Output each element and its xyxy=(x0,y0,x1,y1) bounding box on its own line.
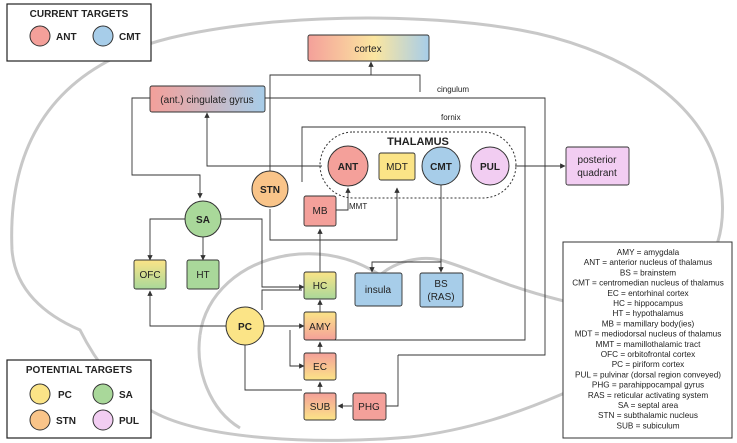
region-cingulate-gyrus: (ant.) cingulate gyrus xyxy=(149,85,266,113)
bs-label-line1: BS xyxy=(434,279,448,290)
abbreviation-item: SUB = subiculum xyxy=(616,421,679,430)
bs-label-line2: (RAS) xyxy=(427,292,454,303)
legend-cmt-swatch xyxy=(92,25,114,47)
ofc-label: OFC xyxy=(139,270,160,281)
region-ec: EC xyxy=(303,352,337,381)
abbreviation-item: ANT = anterior nucleus of thalamus xyxy=(584,258,712,267)
legend-potential-title: POTENTIAL TARGETS xyxy=(26,365,133,376)
cortex-label: cortex xyxy=(354,44,381,55)
posterior-label-line1: posterior xyxy=(578,155,618,166)
thalamus-boundary xyxy=(319,131,517,199)
region-sub: SUB xyxy=(303,392,337,421)
cingulate-label: (ant.) cingulate gyrus xyxy=(160,95,253,106)
abbreviation-item: MB = mamillary body(ies) xyxy=(602,319,695,328)
abbreviation-item: HC = hippocampus xyxy=(613,299,683,308)
node-sa: SA xyxy=(184,200,222,238)
ec-label: EC xyxy=(313,362,327,373)
abbreviation-item: PHG = parahippocampal gyrus xyxy=(592,381,704,390)
abbreviation-item: RAS = reticular activating system xyxy=(588,391,709,400)
abbreviation-item: CMT = centromedian nucleus of thalamus xyxy=(572,279,724,288)
legend-cmt-label: CMT xyxy=(119,32,141,43)
legend-pc-swatch xyxy=(29,383,51,405)
region-bs-ras: BS (RAS) xyxy=(419,272,464,308)
abbreviation-item: AMY = amygdala xyxy=(617,248,680,257)
legend-stn-label: STN xyxy=(56,416,76,427)
legend-current-targets: CURRENT TARGETS ANT CMT xyxy=(6,3,152,62)
region-cortex: cortex xyxy=(307,34,430,62)
region-phg: PHG xyxy=(352,392,387,421)
region-ht: HT xyxy=(186,259,220,290)
region-mdt: MDT xyxy=(378,152,416,181)
amy-label: AMY xyxy=(309,322,331,333)
abbreviation-item: BS = brainstem xyxy=(620,268,676,277)
fornix-label: fornix xyxy=(441,113,461,122)
legend-pul-label: PUL xyxy=(119,416,139,427)
legend-pc-label: PC xyxy=(58,390,72,401)
node-pul: PUL xyxy=(470,146,510,186)
ht-label: HT xyxy=(196,270,209,281)
phg-label: PHG xyxy=(358,402,380,413)
abbreviation-item: MMT = mamillothalamic tract xyxy=(596,340,701,349)
connections xyxy=(131,61,566,409)
legend-potential-targets: POTENTIAL TARGETS PC SA STN PUL xyxy=(6,359,152,439)
temporal-lobe-bottom xyxy=(197,334,241,430)
legend-sa-label: SA xyxy=(119,390,133,401)
region-ofc: OFC xyxy=(133,259,167,290)
abbreviation-item: SA = septal area xyxy=(618,401,679,410)
node-ant: ANT xyxy=(327,145,369,187)
legend-sa-swatch xyxy=(92,383,114,405)
region-mb: MB xyxy=(303,195,337,227)
legend-pul-swatch xyxy=(92,409,114,431)
mb-label: MB xyxy=(313,206,328,217)
mdt-label: MDT xyxy=(386,162,408,173)
pc-label: PC xyxy=(238,322,252,333)
abbreviation-item: EC = entorhinal cortex xyxy=(607,289,688,298)
node-cmt: CMT xyxy=(421,146,461,186)
insula-label: insula xyxy=(365,285,392,296)
thalamus-title: THALAMUS xyxy=(387,136,449,148)
region-hc: HC xyxy=(303,271,337,300)
region-amy: AMY xyxy=(303,311,337,341)
stn-label: STN xyxy=(260,185,280,196)
hc-label: HC xyxy=(313,281,327,292)
region-insula: insula xyxy=(354,272,403,307)
legend-stn-swatch xyxy=(29,409,51,431)
cingulum-label: cingulum xyxy=(437,85,469,94)
node-stn: STN xyxy=(251,170,289,208)
abbreviation-item: OFC = orbitofrontal cortex xyxy=(601,350,695,359)
abbreviation-item: PC = piriform cortex xyxy=(612,360,685,369)
legend-current-title: CURRENT TARGETS xyxy=(30,9,129,20)
sa-label: SA xyxy=(196,215,210,226)
mmt-label: MMT xyxy=(349,202,367,211)
cmt-label: CMT xyxy=(430,162,452,173)
legend-ant-label: ANT xyxy=(56,32,77,43)
abbreviation-item: STN = subthalamic nucleus xyxy=(598,411,698,420)
legend-ant-swatch xyxy=(29,25,51,47)
ant-label: ANT xyxy=(338,162,359,173)
abbreviation-item: PUL = pulvinar (dorsal region conveyed) xyxy=(575,370,721,379)
pul-label: PUL xyxy=(480,162,500,173)
node-pc: PC xyxy=(225,306,265,346)
abbreviation-item: HT = hypothalamus xyxy=(612,309,683,318)
abbreviation-item: MDT = mediodorsal nucleus of thalamus xyxy=(575,330,722,339)
posterior-label-line2: quadrant xyxy=(577,168,617,179)
sub-label: SUB xyxy=(310,402,331,413)
region-posterior-quadrant: posterior quadrant xyxy=(565,146,630,186)
